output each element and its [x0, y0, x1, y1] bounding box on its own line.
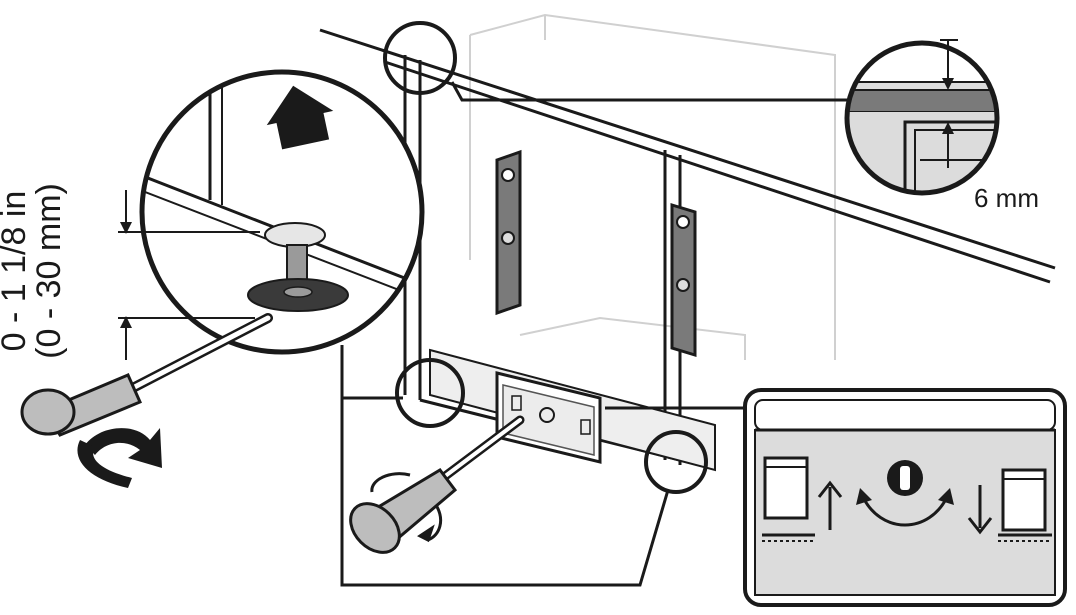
dimension-lines-left — [118, 190, 260, 360]
zoom-circle-bottom-right — [644, 430, 708, 494]
callout-frame — [340, 345, 745, 587]
arrow-up-icon — [817, 480, 843, 530]
adjustment-range-label: 0 - 1 1/8 in (0 - 30 mm) — [0, 161, 68, 381]
adjustment-label-detail — [743, 388, 1067, 607]
rotation-knob-icon — [856, 460, 954, 527]
adjustment-label-small — [495, 371, 602, 464]
rotate-arrow-bottom — [370, 472, 443, 543]
leader-line-top — [450, 81, 848, 102]
appliance-high-icon — [998, 468, 1052, 542]
zoom-circle-bottom-left — [395, 358, 465, 428]
side-bracket-right — [670, 202, 697, 358]
adjustable-foot-detail — [139, 69, 425, 355]
gap-label: 6 mm — [974, 183, 1039, 213]
rotate-arrow-left — [77, 428, 162, 488]
zoom-circle-top — [383, 21, 457, 95]
screwdriver-bottom — [349, 415, 525, 554]
adjustment-range-mm: (0 - 30 mm) — [30, 183, 68, 359]
background-cabinet — [469, 13, 836, 360]
appliance-low-icon — [762, 456, 815, 542]
gap-detail — [844, 39, 1000, 196]
screwdriver-left — [20, 313, 273, 437]
side-bracket-left — [495, 149, 522, 316]
adjustment-range-inches: 0 - 1 1/8 in — [0, 190, 33, 352]
arrow-down-icon — [967, 485, 993, 535]
